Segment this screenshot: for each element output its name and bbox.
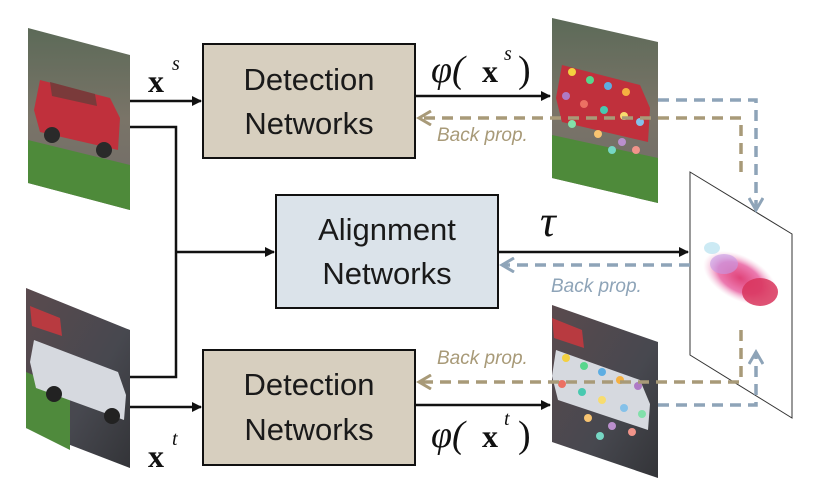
source-car-image [28, 28, 130, 210]
output-target-base: x [482, 418, 498, 454]
target-keypoint-image [552, 305, 658, 478]
source-keypoints [562, 68, 644, 154]
output-target-sup: t [504, 408, 510, 430]
input-source-sup: s [172, 53, 180, 75]
input-target-base: x [148, 438, 164, 474]
alignment-line1: Alignment [318, 212, 456, 247]
detection-top-line1: Detection [244, 62, 375, 97]
source-keypoint-image [552, 18, 658, 203]
backprop-arrows [419, 98, 756, 407]
alignment-line2: Networks [322, 256, 451, 291]
target-car-image [26, 288, 130, 468]
alignment-networks: Alignment Networks [275, 194, 499, 309]
output-source-base: x [482, 53, 498, 89]
output-source-pre: φ( [431, 49, 467, 91]
output-source-sup: s [504, 43, 512, 65]
detection-top-line2: Networks [244, 106, 373, 141]
output-source-label: φ( x s ) [431, 43, 531, 91]
detection-networks-top: Detection Networks [202, 43, 416, 159]
backprop-label-middle: Back prop. [551, 276, 642, 297]
input-target-sup: t [172, 428, 178, 450]
input-source-label: x s [148, 53, 180, 99]
output-target-post: ) [518, 414, 531, 456]
output-target-pre: φ( [431, 414, 467, 456]
target-keypoints [558, 354, 646, 440]
detection-bottom-line1: Detection [244, 367, 375, 402]
input-source-base: x [148, 63, 164, 99]
flow-field-image [689, 171, 793, 419]
input-target-label: x t [148, 428, 178, 474]
backprop-label-bottom: Back prop. [437, 348, 528, 369]
tau-label: τ [540, 197, 558, 246]
forward-arrows [130, 91, 689, 412]
output-target-label: φ( x t ) [431, 408, 531, 456]
detection-bottom-line2: Networks [244, 412, 373, 447]
output-source-post: ) [518, 49, 531, 91]
backprop-label-top: Back prop. [437, 125, 528, 146]
detection-networks-bottom: Detection Networks [202, 349, 416, 466]
